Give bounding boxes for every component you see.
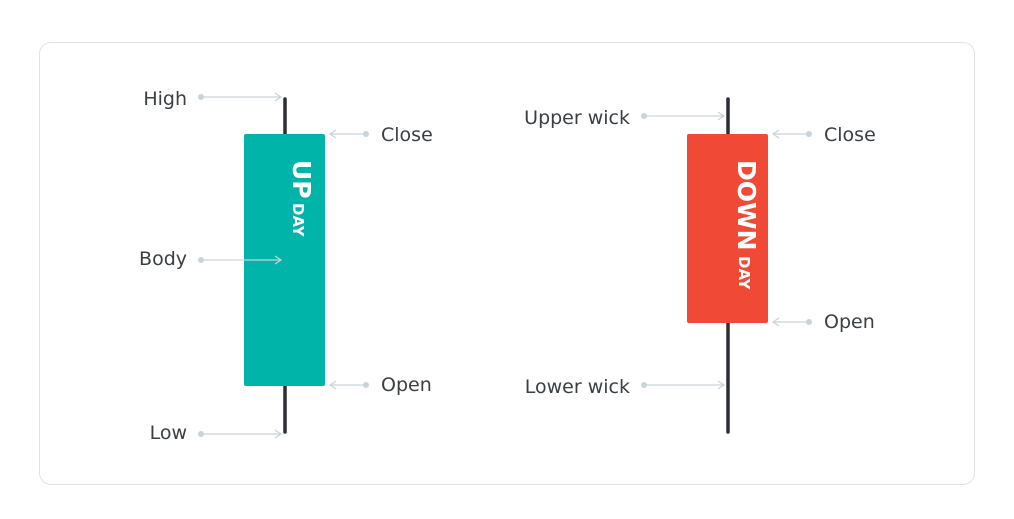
down-upper-wick-label: Upper wick (524, 107, 630, 129)
down-close-callout: Close (771, 124, 876, 146)
down-title: DOWN (732, 160, 761, 251)
up-body-label: Body (139, 248, 187, 270)
down-lower-wick-callout: Lower wick (525, 376, 726, 398)
up-body-callout: Body (139, 248, 283, 270)
up-close-label: Close (381, 124, 433, 146)
up-close-callout: Close (328, 124, 433, 146)
down-open-callout: Open (771, 311, 875, 333)
down-close-label: Close (824, 124, 876, 146)
up-low-arrow-icon (274, 429, 283, 439)
diagram-card (39, 42, 975, 485)
up-candlestick: UP DAY (244, 97, 325, 434)
down-body (687, 134, 768, 323)
up-high-label: High (143, 88, 187, 110)
up-open-dot (363, 382, 369, 388)
up-low-label: Low (150, 422, 187, 444)
down-open-label: Open (824, 311, 875, 333)
down-upper-wick-callout: Upper wick (524, 107, 726, 129)
up-title: UP (287, 160, 316, 199)
up-high-arrow-icon (274, 92, 283, 102)
up-low-callout: Low (150, 422, 283, 444)
up-open-label: Open (381, 374, 432, 396)
up-high-callout: High (143, 88, 283, 110)
up-title-suffix: DAY (289, 203, 307, 238)
down-lower-wick-arrow-icon (717, 380, 726, 390)
down-open-dot (806, 319, 812, 325)
down-title-suffix: DAY (735, 256, 753, 291)
down-lower-wick-label: Lower wick (525, 376, 630, 398)
down-close-dot (806, 131, 812, 137)
up-close-dot (363, 131, 369, 137)
up-body (244, 134, 325, 386)
down-candlestick: DOWN DAY (687, 97, 768, 434)
up-open-callout: Open (328, 374, 432, 396)
up-body-arrow-icon (274, 255, 283, 265)
down-upper-wick-arrow-icon (717, 111, 726, 121)
